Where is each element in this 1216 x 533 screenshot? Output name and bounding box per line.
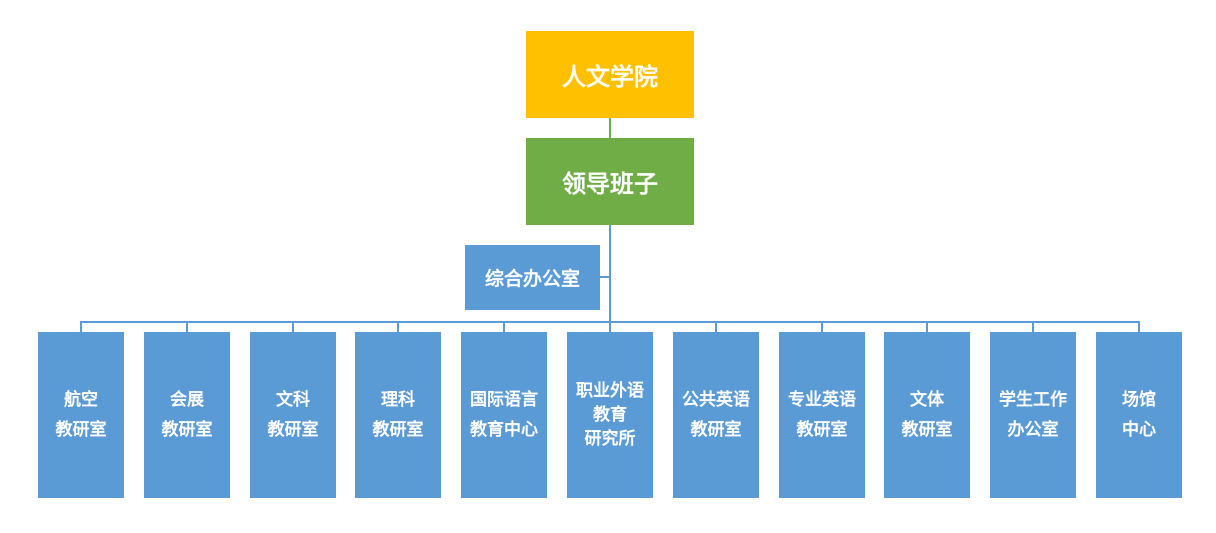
department-drop-connector [821, 321, 823, 332]
department-drop-connector [292, 321, 294, 332]
department-label-line: 教育中心 [470, 420, 538, 440]
department-label-line: 教研室 [690, 420, 742, 440]
department-label-line: 教研室 [267, 420, 319, 440]
leadership-node: 领导班子 [526, 138, 694, 225]
department-label-line: 国际语言 [470, 390, 538, 410]
department-label-line: 教研室 [55, 420, 107, 440]
root-node-label: 人文学院 [562, 62, 658, 91]
department-label-line: 办公室 [1007, 420, 1059, 440]
department-label-line: 文科 [276, 390, 310, 410]
department-label-line: 研究所 [584, 429, 636, 449]
department-node: 公共英语教研室 [673, 332, 759, 498]
department-drop-connector [1138, 321, 1140, 332]
department-label-line: 教研室 [901, 420, 953, 440]
department-node: 专业英语教研室 [779, 332, 865, 498]
department-node: 航空教研室 [38, 332, 124, 498]
department-label-line: 教研室 [796, 420, 848, 440]
department-label-line: 场馆 [1122, 390, 1156, 410]
department-node: 场馆中心 [1096, 332, 1182, 498]
department-label-line: 教育 [593, 405, 627, 425]
department-label-line: 专业英语 [788, 390, 856, 410]
department-label-line: 教研室 [372, 420, 424, 440]
department-drop-connector [80, 321, 82, 332]
department-drop-connector [186, 321, 188, 332]
department-drop-connector [503, 321, 505, 332]
office-node-label: 综合办公室 [484, 268, 580, 290]
department-drop-connector [715, 321, 717, 332]
department-label-line: 教研室 [161, 420, 213, 440]
department-node: 文科教研室 [250, 332, 336, 498]
department-drop-connector [609, 321, 611, 332]
leadership-node-label: 领导班子 [562, 169, 658, 198]
department-node: 理科教研室 [355, 332, 441, 498]
department-label-line: 中心 [1122, 420, 1156, 440]
department-label-line: 航空 [64, 390, 98, 410]
department-drop-connector [397, 321, 399, 332]
department-drop-connector [926, 321, 928, 332]
department-node: 会展教研室 [144, 332, 230, 498]
department-label-line: 公共英语 [682, 390, 750, 410]
office-connector [600, 276, 610, 278]
department-label-line: 职业外语 [576, 381, 644, 401]
department-drop-connector [1032, 321, 1034, 332]
office-node: 综合办公室 [465, 245, 600, 310]
department-node: 职业外语教育研究所 [567, 332, 653, 498]
department-node: 国际语言教育中心 [461, 332, 547, 498]
department-label-line: 学生工作 [999, 390, 1067, 410]
department-label-line: 理科 [381, 390, 415, 410]
root-to-leadership-connector [609, 118, 611, 138]
department-label-line: 会展 [170, 390, 204, 410]
leadership-trunk-connector [609, 225, 611, 323]
root-node: 人文学院 [526, 31, 694, 118]
department-label-line: 文体 [910, 390, 944, 410]
department-node: 学生工作办公室 [990, 332, 1076, 498]
department-node: 文体教研室 [884, 332, 970, 498]
